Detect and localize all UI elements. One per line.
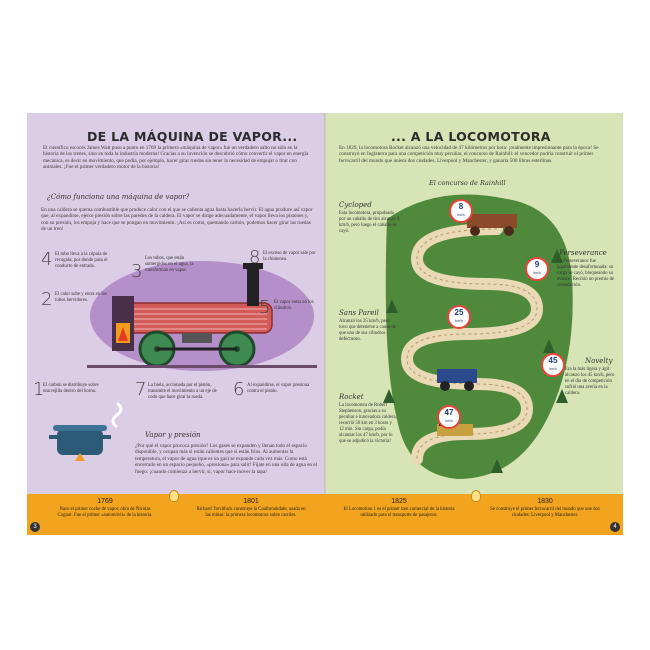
left-intro: El científico escocés James Watt puso a … bbox=[43, 145, 309, 171]
step-number: 7 bbox=[135, 379, 147, 400]
page-number-left: 3 bbox=[30, 522, 40, 532]
entry-text: La Perseverance fue igualmente desafortu… bbox=[557, 259, 615, 288]
entry-name: Novelty bbox=[585, 357, 613, 365]
entry-name: Rocket bbox=[339, 393, 364, 401]
book-gutter bbox=[324, 113, 326, 535]
right-page: ... A LA LOCOMOTORA En 1829, la locomoto… bbox=[325, 113, 623, 494]
entry-text: Era la más ligera y ágil: alcanzó los 45… bbox=[565, 367, 615, 396]
step-caption: El exceso de vapor sale por la chimenea. bbox=[263, 251, 316, 262]
pressure-title: Vapor y presión bbox=[145, 431, 201, 439]
entry-name: Sans Pareil bbox=[339, 309, 379, 317]
timeline-year: 1769 bbox=[97, 498, 113, 505]
timeline-bar: 1769 Nace el primer coche de vapor, obra… bbox=[27, 490, 623, 535]
lightbulb-icon bbox=[471, 490, 481, 502]
step-caption: El carbón se distribuye sobre una rejill… bbox=[43, 383, 99, 394]
right-intro: En 1829, la locomotora Rocket alcanzó un… bbox=[339, 145, 599, 164]
page-number-right: 4 bbox=[610, 522, 620, 532]
entry-text: La locomotora de Robert Stephenson, grac… bbox=[339, 403, 397, 444]
pressure-text: ¿Por qué el vapor provoca presión? Los g… bbox=[135, 443, 318, 475]
engine-illustration bbox=[87, 261, 317, 371]
entry-name: Cycloped bbox=[339, 201, 372, 209]
left-page: DE LA MÁQUINA DE VAPOR... El científico … bbox=[27, 113, 325, 494]
step-caption: El calor sube y entra en los tubos hervi… bbox=[55, 292, 107, 303]
step-caption: La biela, accionada por el pistón, trans… bbox=[148, 383, 217, 400]
timeline-text: El Locomotion 1 es el primer tren comerc… bbox=[343, 507, 455, 518]
timeline-year: 1830 bbox=[537, 498, 553, 505]
step-caption: El vapor entra en los cilindros. bbox=[274, 300, 314, 311]
timeline-text: Richard Trevithick construye la Coalbroo… bbox=[196, 507, 306, 518]
race-track-map bbox=[383, 194, 573, 479]
step-number: 8 bbox=[249, 247, 261, 268]
step-caption: El tubo lleva a la cúpula de recogida, p… bbox=[55, 252, 108, 269]
step-number: 4 bbox=[41, 249, 53, 270]
step-caption: Al expandirse, el vapor presiona contra … bbox=[247, 383, 310, 394]
timeline-year: 1801 bbox=[243, 498, 259, 505]
book-spread: DE LA MÁQUINA DE VAPOR... El científico … bbox=[27, 113, 623, 535]
how-text: En una caldera se quema combustible que … bbox=[41, 207, 313, 233]
entry-text: Esta locomotora, propulsada por un cabal… bbox=[339, 211, 400, 234]
boiling-pot-illustration bbox=[49, 401, 123, 461]
lightbulb-icon bbox=[169, 490, 179, 502]
step-number: 1 bbox=[33, 379, 45, 400]
step-number: 6 bbox=[233, 379, 245, 400]
contest-title: El concurso de Rainhill bbox=[429, 179, 506, 187]
right-title: ... A LA LOCOMOTORA bbox=[391, 129, 551, 144]
step-number: 5 bbox=[259, 297, 271, 318]
timeline-text: Nace el primer coche de vapor, obra de N… bbox=[57, 507, 153, 518]
left-title: DE LA MÁQUINA DE VAPOR... bbox=[87, 129, 298, 144]
step-number: 3 bbox=[131, 261, 143, 282]
timeline-year: 1825 bbox=[391, 498, 407, 505]
step-number: 2 bbox=[41, 289, 53, 310]
entry-name: Perseverance bbox=[559, 249, 607, 257]
how-title: ¿Cómo funciona una máquina de vapor? bbox=[47, 193, 190, 201]
timeline-text: Se construye el primer ferrocarril del m… bbox=[490, 507, 600, 518]
entry-text: Alcanzó los 25 km/h, pero tuvo que deten… bbox=[339, 319, 396, 342]
step-caption: Los tubos, que están sumergidos en el ag… bbox=[145, 256, 194, 273]
